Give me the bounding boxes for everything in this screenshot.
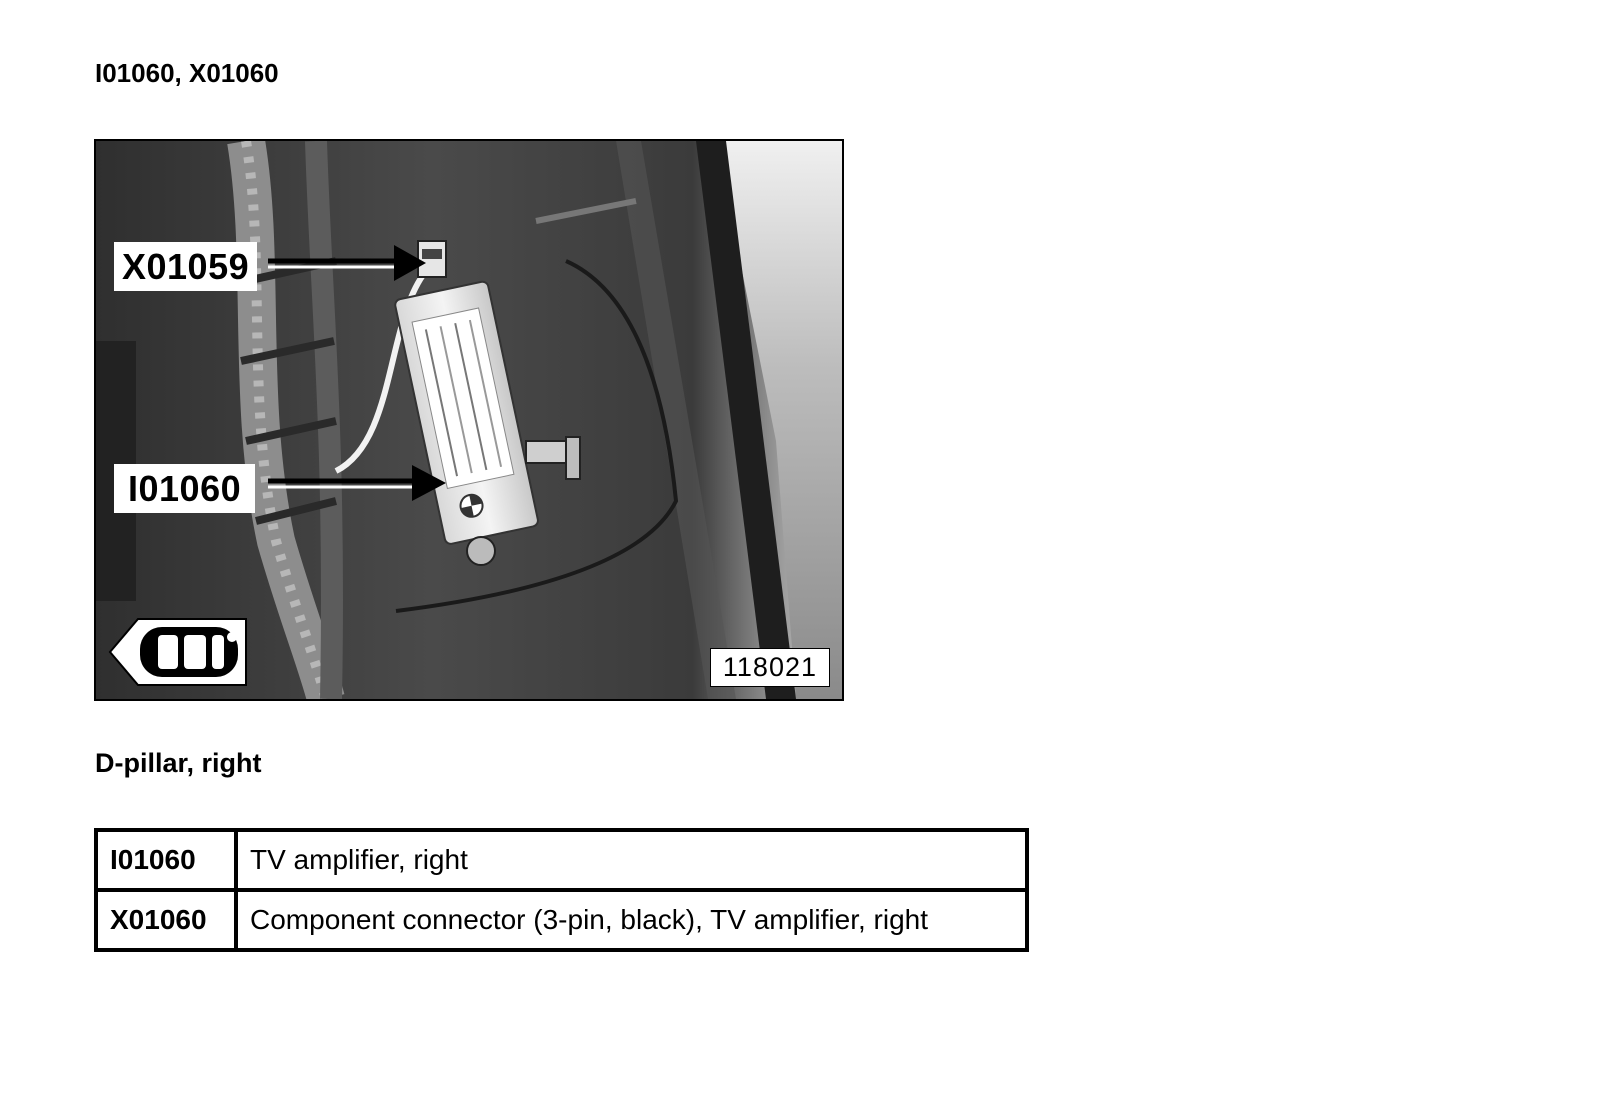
figure-caption: D-pillar, right <box>95 748 262 778</box>
legend-table: I01060 TV amplifier, right X01060 Compon… <box>94 828 1029 952</box>
legend-description: Component connector (3-pin, black), TV a… <box>234 888 1029 952</box>
photo-illustration <box>96 141 842 699</box>
legend-code: I01060 <box>94 828 238 892</box>
legend-description: TV amplifier, right <box>234 828 1029 892</box>
car-rear-view-icon <box>108 618 247 686</box>
figure-number: 118021 <box>709 648 830 687</box>
legend-code: X01060 <box>94 888 238 952</box>
callout-x01059: X01059 <box>114 242 258 291</box>
table-row: I01060 TV amplifier, right <box>94 828 1029 892</box>
component-photo: X01059 I01060 118021 <box>94 139 844 701</box>
table-row: X01060 Component connector (3-pin, black… <box>94 888 1029 952</box>
callout-i01060: I01060 <box>114 464 256 513</box>
document-title: I01060, X01060 <box>95 58 279 88</box>
